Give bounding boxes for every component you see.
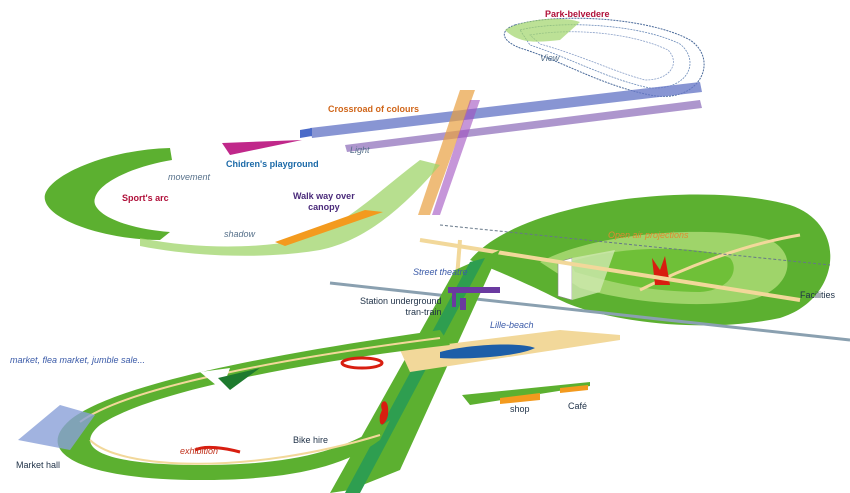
label-playground: Chidren's playground [226,159,319,169]
label-market: market, flea market, jumble sale... [10,355,146,365]
market-loop [57,330,451,480]
label-walkway-line2: canopy [308,202,340,212]
label-walkway-line1: Walk way over [293,191,355,201]
label-park-belvedere: Park-belvedere [545,9,610,19]
label-street-theatre: Street theatre [413,267,468,277]
shop-cafe-platform [462,382,590,405]
crossroad-bands [300,82,702,215]
label-shadow: shadow [224,229,256,239]
station-structure [448,287,500,293]
label-market-hall: Market hall [16,460,61,470]
label-station-line2: tran-train [405,307,442,317]
rail-line [329,281,850,342]
label-shop: shop [510,404,530,414]
label-sports-arc: Sport's arc [122,193,169,203]
label-facilities: Facilities [800,290,836,300]
label-crossroad: Crossroad of colours [328,104,420,114]
canopy-walkway [275,210,383,246]
label-movement: movement [168,172,211,182]
shadow-tree-strip [140,160,440,256]
park-belvedere-area [503,17,705,97]
label-bike-hire: Bike hire [293,435,329,445]
label-view: View [540,53,560,63]
sports-arc-area [44,148,172,240]
label-cafe: Café [568,401,588,411]
label-open-air: Open air projections [608,230,689,240]
label-station-line1: Station underground [360,296,442,306]
label-light: Light [350,145,370,155]
water-pool [440,344,535,359]
market-hall-stands [18,405,95,450]
label-exhibition: exhibition [180,446,219,456]
childrens-playground-area [222,140,302,155]
label-lille-beach: Lille-beach [490,320,534,330]
